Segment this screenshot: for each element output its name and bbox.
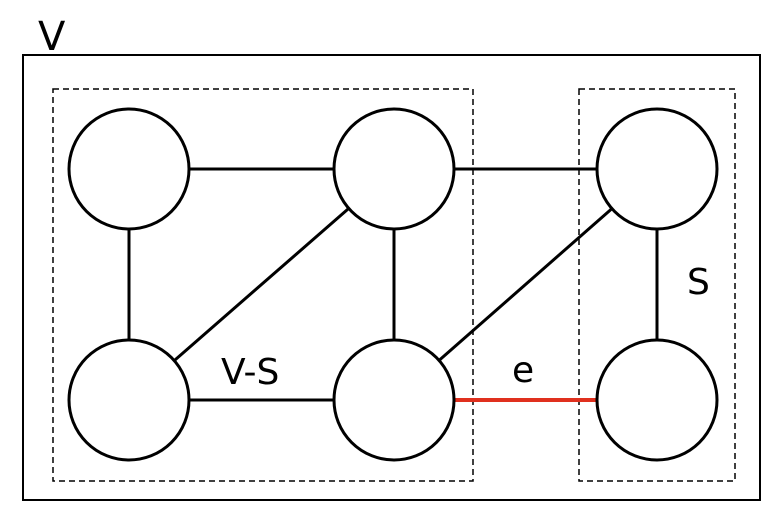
edge-n4-n5 <box>438 207 613 362</box>
set-v-minus-s-boundary <box>52 88 474 482</box>
cut-edge-label: e <box>512 350 534 391</box>
nodes-layer <box>67 107 719 462</box>
edges-layer <box>127 167 659 402</box>
set-s-boundary <box>578 88 736 482</box>
set-v-label: V <box>38 14 66 60</box>
edge-n2-n3 <box>173 207 350 362</box>
graph-node-n1 <box>67 107 191 231</box>
graph-node-n3 <box>67 338 191 462</box>
set-v-boundary <box>22 54 761 501</box>
graph-node-n6 <box>595 338 719 462</box>
graph-node-n5 <box>595 107 719 231</box>
set-v-minus-s-label: V-S <box>221 352 279 393</box>
graph-node-n4 <box>332 338 456 462</box>
set-s-label: S <box>687 262 710 303</box>
graph-node-n2 <box>332 107 456 231</box>
